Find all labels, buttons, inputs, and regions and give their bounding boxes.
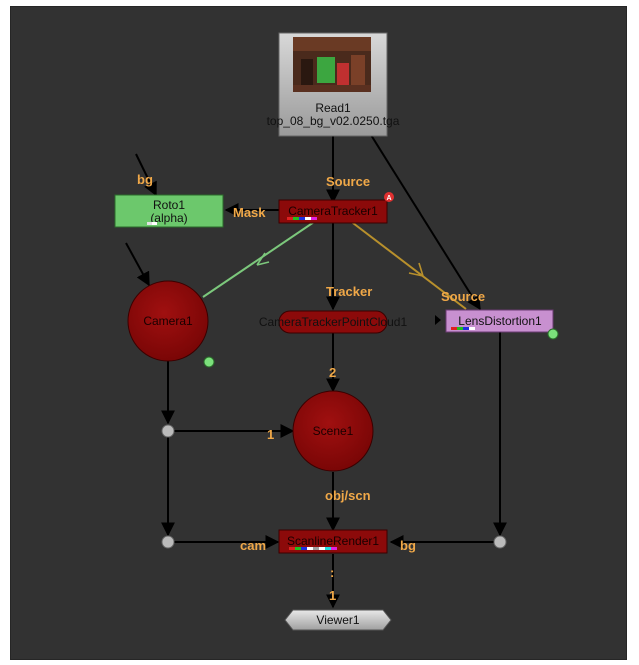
edge-tracker-to-lens-arrow-icon — [408, 262, 424, 277]
node-scene[interactable]: Scene1 — [292, 390, 374, 472]
dot-camera-split[interactable] — [161, 424, 175, 438]
lens-distortion-channel-swatches — [451, 327, 475, 330]
viewer-node-name: Viewer1 — [316, 613, 359, 627]
label-source-tracker: Source — [326, 174, 370, 189]
node-camera[interactable]: Camera1 — [127, 280, 215, 368]
label-viewer-input-1: 1 — [329, 588, 336, 603]
lens-input-arrow-icon — [435, 315, 441, 325]
label-tracker-output: Tracker — [326, 284, 372, 299]
label-bg-render: bg — [400, 538, 416, 553]
lens-status-icon — [547, 328, 559, 340]
label-scene-input-1: 1 — [267, 427, 274, 442]
label-source-lens: Source — [441, 289, 485, 304]
node-scanline-render[interactable]: ScanlineRender1 — [278, 529, 388, 554]
label-scene-input-2: 2 — [329, 365, 336, 380]
node-viewer[interactable]: Viewer1 — [284, 609, 392, 631]
node-camera-tracker[interactable]: CameraTracker1 A — [278, 192, 394, 224]
scene-node-name: Scene1 — [313, 424, 354, 438]
camera-tracker-badge-text: A — [386, 195, 391, 202]
node-graph-svg: Source bg Mask Tracker Source 2 1 obj/sc… — [114, 32, 559, 631]
lens-distortion-name: LensDistortion1 — [458, 314, 542, 328]
camera-tracker-name: CameraTracker1 — [288, 204, 378, 218]
roto-node-channel: (alpha) — [150, 211, 187, 225]
scanline-render-name: ScanlineRender1 — [287, 534, 379, 548]
edge-read-to-lens — [370, 134, 481, 311]
node-graph-canvas[interactable]: Source bg Mask Tracker Source 2 1 obj/sc… — [10, 6, 627, 660]
dot-camera-to-render[interactable] — [161, 535, 175, 549]
read-node-name: Read1 — [315, 101, 351, 115]
label-obj-scn: obj/scn — [325, 488, 371, 503]
dot-bg-to-render[interactable] — [493, 535, 507, 549]
camera-status-icon — [203, 356, 215, 368]
roto-channel-swatches — [147, 222, 157, 225]
edge-tracker-to-camera — [202, 219, 318, 298]
label-cam: cam — [240, 538, 266, 553]
node-lens-distortion[interactable]: LensDistortion1 — [435, 309, 559, 340]
camera-tracker-badge — [384, 192, 394, 202]
edge-bg-to-roto — [135, 153, 157, 197]
node-point-cloud[interactable]: CameraTrackerPointCloud1 — [259, 310, 408, 334]
edges — [125, 134, 507, 609]
read-node-file: top_08_bg_v02.0250.tga — [267, 114, 400, 128]
label-mask: Mask — [233, 205, 266, 220]
node-roto[interactable]: Roto1 (alpha) — [114, 194, 224, 228]
label-viewer-colon: : — [330, 565, 334, 580]
label-bg-roto: bg — [137, 172, 153, 187]
camera-node-name: Camera1 — [143, 314, 193, 328]
camera-tracker-channel-swatches — [287, 217, 317, 220]
roto-node-name: Roto1 — [153, 198, 185, 212]
scanline-render-channel-swatches — [289, 547, 337, 550]
edge-tracker-to-lens — [348, 219, 467, 310]
node-read[interactable]: Read1 top_08_bg_v02.0250.tga — [267, 32, 400, 137]
point-cloud-name: CameraTrackerPointCloud1 — [259, 315, 408, 329]
edge-camera-input — [125, 242, 150, 287]
read-thumbnail-image — [293, 37, 371, 92]
edge-tracker-to-camera-arrow-icon — [256, 252, 270, 266]
